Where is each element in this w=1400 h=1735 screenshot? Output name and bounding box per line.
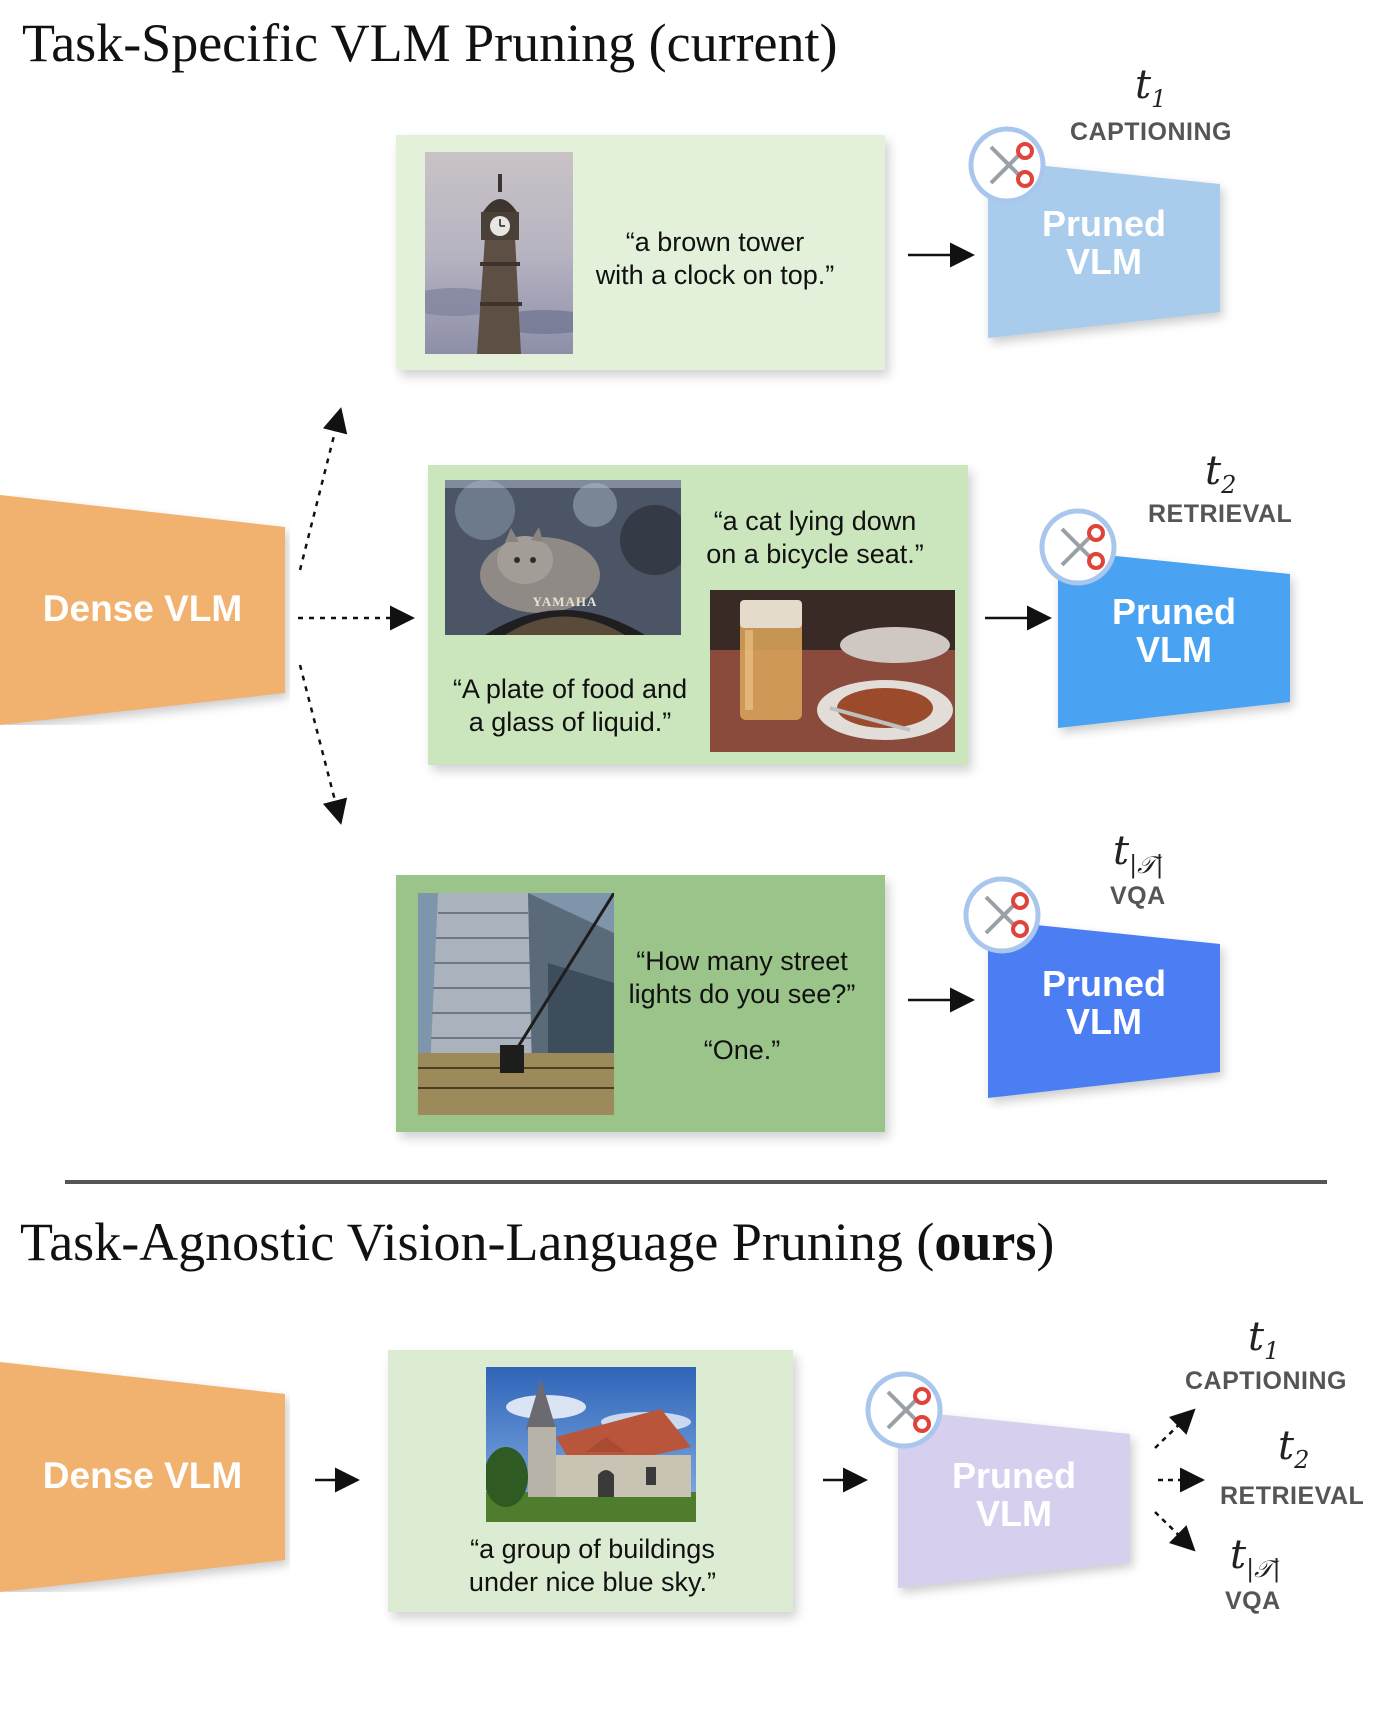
task-name-retrieval-top: RETRIEVAL — [1148, 500, 1293, 528]
clock-tower-photo — [425, 152, 573, 354]
task-var-t2-bottom: t2 — [1278, 1423, 1310, 1474]
top-section-title: Task-Specific VLM Pruning (current) — [22, 13, 838, 73]
task-var-tT-bottom: t|𝒯| — [1230, 1532, 1281, 1583]
skyscraper-photo — [418, 893, 614, 1115]
bottom-section-title: Task-Agnostic Vision-Language Pruning (o… — [20, 1212, 1055, 1272]
task-name-vqa-bottom: VQA — [1225, 1587, 1281, 1615]
cat-on-motorbike-photo — [445, 480, 681, 635]
pruned-vlm-label-vqa: Pruned VLM — [1041, 963, 1166, 1042]
church-photo — [486, 1367, 696, 1522]
scissors-icon — [971, 129, 1043, 201]
task-name-vqa-top: VQA — [1110, 882, 1166, 910]
dense-vlm-label-bottom: Dense VLM — [42, 1455, 243, 1496]
pruned-vlm-label-captioning: Pruned VLM — [1041, 203, 1166, 282]
pruned-vlm-label-retrieval: Pruned VLM — [1111, 591, 1236, 670]
captioning-caption: “a brown tower with a clock on top.” — [595, 227, 835, 290]
dotted-arrow-icon — [298, 664, 348, 825]
dotted-arrow-icon — [1154, 1511, 1196, 1552]
task-var-t1-top: t1 — [1135, 62, 1167, 113]
scissors-icon — [966, 879, 1038, 951]
task-name-captioning-bottom: CAPTIONING — [1185, 1367, 1347, 1395]
dotted-arrow-icon — [1154, 1408, 1196, 1449]
yamaha-text: YAMAHA — [532, 594, 598, 609]
pruned-vlm-block-captioning — [988, 160, 1220, 338]
task-name-captioning-top: CAPTIONING — [1070, 118, 1232, 146]
dense-vlm-block-top — [0, 495, 285, 725]
task-var-tT-top: t|𝒯| — [1113, 828, 1164, 879]
pruned-vlm-block-agnostic — [898, 1410, 1130, 1588]
section-divider — [65, 1180, 1327, 1184]
vqa-question: “How many street lights do you see?” — [628, 946, 856, 1009]
retrieval-caption-cat: “a cat lying down on a bicycle seat.” — [706, 506, 924, 569]
dense-vlm-block-bottom — [0, 1362, 285, 1592]
scissors-icon — [1042, 511, 1114, 583]
dense-vlm-label-top: Dense VLM — [42, 588, 243, 629]
pruned-vlm-block-retrieval — [1058, 550, 1290, 728]
scissors-icon — [868, 1374, 940, 1446]
vqa-answer: “One.” — [703, 1035, 781, 1065]
pruned-vlm-block-vqa — [988, 920, 1220, 1098]
task-agnostic-caption: “a group of buildings under nice blue sk… — [468, 1534, 717, 1597]
dotted-arrow-icon — [298, 407, 348, 571]
beer-and-food-photo — [710, 590, 955, 752]
pruned-vlm-label-agnostic: Pruned VLM — [951, 1455, 1076, 1534]
retrieval-caption-food: “A plate of food and a glass of liquid.” — [452, 674, 688, 737]
task-var-t2-top: t2 — [1205, 448, 1237, 499]
task-name-retrieval-bottom: RETRIEVAL — [1220, 1482, 1365, 1510]
task-var-t1-bottom: t1 — [1248, 1314, 1280, 1365]
